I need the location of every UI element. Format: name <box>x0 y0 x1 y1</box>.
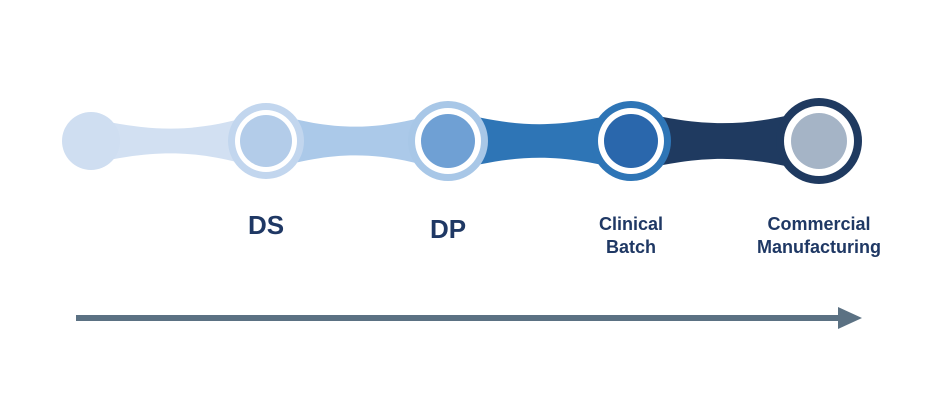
connector-3 <box>448 109 631 173</box>
node-2-ds-inner-circle <box>240 115 292 167</box>
node-2-ds-label: DS <box>248 210 284 240</box>
node-5-commercial-manufacturing-label: Commercial <box>767 214 870 234</box>
node-4-clinical-batch-inner-circle <box>604 114 658 168</box>
node-4-clinical-batch-label: Batch <box>606 237 656 257</box>
node-5-commercial-manufacturing-label: Manufacturing <box>757 237 881 257</box>
node-5-commercial-manufacturing-inner-circle <box>791 113 847 169</box>
connector-2 <box>266 109 448 173</box>
node-4-clinical-batch-label: Clinical <box>599 214 663 234</box>
timeline-arrow-head <box>838 307 862 329</box>
node-3-dp-inner-circle <box>421 114 475 168</box>
connector-1 <box>91 111 266 171</box>
connector-4 <box>631 107 819 175</box>
node-3-dp-label: DP <box>430 214 466 244</box>
node-1-start-outer-ring <box>62 112 120 170</box>
